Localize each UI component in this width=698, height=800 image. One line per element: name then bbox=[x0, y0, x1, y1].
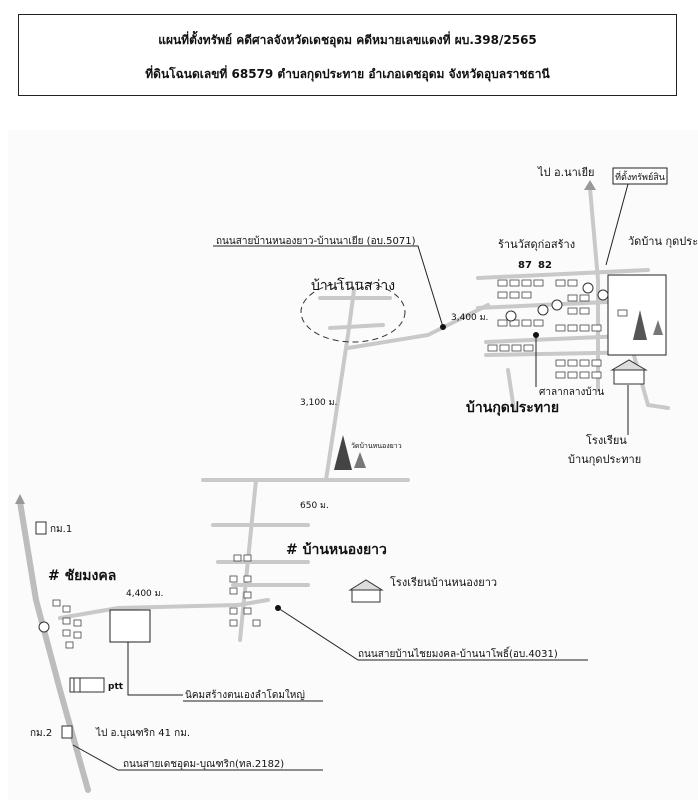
nikhom-plot bbox=[109, 609, 151, 643]
label-to-buntharik: ไป อ.บุณฑริก 41 กม. bbox=[95, 727, 190, 739]
distance-650: 650 ม. bbox=[300, 501, 329, 511]
village-houses-chai-mongkhon bbox=[52, 599, 82, 649]
ptt-station-icon bbox=[69, 677, 105, 693]
school-nong-yao-icon bbox=[348, 579, 384, 603]
label-school-kut-prathai-1: โรงเรียน bbox=[586, 433, 627, 447]
non-sawang-boundary bbox=[300, 281, 406, 343]
distance-4400: 4,400 ม. bbox=[126, 589, 163, 599]
title-line-1: แผนที่ตั้งทรัพย์ คดีศาลจังหวัดเดชอุดม คด… bbox=[158, 33, 537, 47]
house-number-82: 82 bbox=[538, 260, 552, 271]
label-sala-klang-ban: ศาลากลางบ้าน bbox=[539, 386, 604, 398]
distance-3400: 3,400 ม. bbox=[451, 313, 488, 323]
road-4031 bbox=[58, 603, 240, 620]
house-number-87: 87 bbox=[518, 260, 532, 271]
label-km2: กม.2 bbox=[30, 728, 52, 739]
label-road-2182: ถนนสายเดชอุดม-บุณฑริก(ทล.2182) bbox=[123, 759, 284, 770]
map-title-box: แผนที่ตั้งทรัพย์ คดีศาลจังหวัดเดชอุดม คด… bbox=[18, 14, 677, 96]
highway-2182 bbox=[17, 499, 91, 793]
arrow-up-icon bbox=[15, 494, 25, 504]
label-ban-nong-yao: # บ้านหนองยาว bbox=[286, 542, 387, 558]
label-wat-nong-yao: วัดบ้านหนองยาว bbox=[351, 442, 402, 450]
label-shop: ร้านวัสดุก่อสร้าง bbox=[498, 238, 575, 251]
km1-marker bbox=[35, 521, 47, 535]
label-km1: กม.1 bbox=[50, 524, 72, 535]
label-ban-non-sawang: บ้านโนนสว่าง bbox=[311, 277, 395, 294]
label-school-nong-yao: โรงเรียนบ้านหนองยาว bbox=[390, 575, 497, 589]
label-road-4031: ถนนสายบ้านไชยมงคล-บ้านนาโพธิ์(อบ.4031) bbox=[358, 646, 558, 660]
title-line-2: ที่ดินโฉนดเลขที่ 68579 ตำบลกุดประทาย อำเ… bbox=[145, 67, 550, 81]
label-property: ที่ตั้งทรัพย์สิน bbox=[615, 170, 665, 183]
label-chai-mongkhon: # ชัยมงคล bbox=[48, 568, 116, 584]
label-road-5071: ถนนสายบ้านหนองยาว-บ้านนาเยีย (อบ.5071) bbox=[216, 235, 416, 247]
distance-3100: 3,100 ม. bbox=[300, 398, 337, 408]
village-houses-kut-prathai bbox=[487, 279, 628, 379]
label-wat-kut-prathai: วัดบ้าน กุดประทาย bbox=[628, 235, 698, 248]
label-to-na-yia: ไป อ.นาเยีย bbox=[537, 166, 594, 179]
location-map: บ้านโนนสว่าง ถนนสายบ้านหนองยาว-บ้านนาเยี… bbox=[8, 130, 698, 800]
label-nikhom: นิคมสร้างตนเองลำโดมใหญ่ bbox=[185, 688, 305, 701]
label-school-kut-prathai-2: บ้านกุดประทาย bbox=[568, 453, 641, 466]
school-kut-prathai-icon bbox=[610, 359, 648, 385]
label-ban-kut-prathai: บ้านกุดประทาย bbox=[466, 400, 559, 416]
property-marker-box bbox=[612, 167, 668, 185]
temple-nong-yao-icon bbox=[334, 435, 366, 470]
label-ptt: ptt bbox=[108, 682, 124, 692]
village-houses-nong-yao bbox=[229, 554, 261, 627]
arrow-up-icon bbox=[584, 180, 596, 190]
map-canvas: บ้านโนนสว่าง ถนนสายบ้านหนองยาว-บ้านนาเยี… bbox=[15, 166, 698, 793]
temple-icon bbox=[633, 310, 647, 340]
road-5071-east bbox=[346, 303, 490, 350]
km2-marker bbox=[61, 725, 73, 739]
